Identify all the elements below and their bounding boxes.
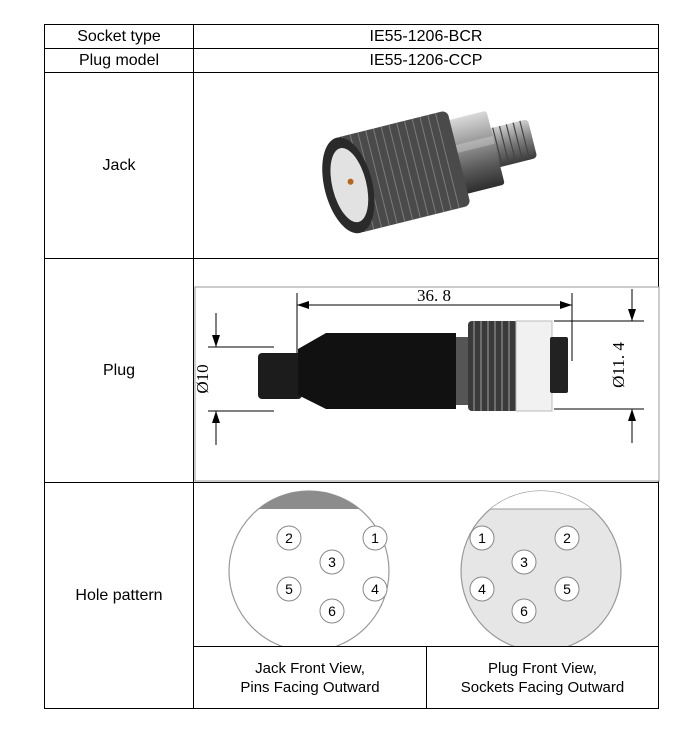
plug-pin-label: 4 xyxy=(478,581,486,597)
jack-pin-label: 3 xyxy=(328,554,336,570)
plug-drawing-cell: 36. 8 Ø10 Ø11. 4 xyxy=(193,258,660,483)
spec-table: Socket type IE55-1206-BCR Plug model IE5… xyxy=(44,24,660,709)
hole-pattern-diagrams: 2 1 3 5 4 6 xyxy=(193,482,659,647)
socket-type-value: IE55-1206-BCR xyxy=(193,24,659,49)
row-jack: Jack xyxy=(44,72,659,259)
jack-front-view-caption: Jack Front View, Pins Facing Outward xyxy=(194,647,427,708)
jack-image-cell xyxy=(193,72,659,259)
jack-pin-label: 2 xyxy=(285,530,293,546)
jack-front-view-diagram: 2 1 3 5 4 6 xyxy=(228,490,390,646)
jack-connector-image xyxy=(322,111,537,234)
jack-caption-line2: Pins Facing Outward xyxy=(240,678,380,696)
left-diameter-dimension: Ø10 xyxy=(194,364,212,393)
length-dimension: 36. 8 xyxy=(417,286,451,305)
row-hole-pattern-captions: Jack Front View, Pins Facing Outward Plu… xyxy=(45,646,659,709)
jack-pin-label: 1 xyxy=(371,530,379,546)
plug-dimension-drawing: 36. 8 Ø10 Ø11. 4 xyxy=(194,286,660,482)
right-diameter-dimension: Ø11. 4 xyxy=(609,342,628,388)
jack-pin-label: 5 xyxy=(285,581,293,597)
plug-pin-label: 1 xyxy=(478,530,486,546)
plug-pin-label: 2 xyxy=(563,530,571,546)
row-plug: Plug 36. 8 Ø10 xyxy=(44,258,660,483)
jack-label: Jack xyxy=(44,72,194,259)
hole-pattern-svg: 2 1 3 5 4 6 xyxy=(228,490,622,646)
captions-table: Jack Front View, Pins Facing Outward Plu… xyxy=(194,647,658,708)
plug-caption-line2: Sockets Facing Outward xyxy=(460,678,625,696)
plug-pin-label: 3 xyxy=(520,554,528,570)
plug-model-value: IE55-1206-CCP xyxy=(193,48,659,73)
row-socket-type: Socket type IE55-1206-BCR xyxy=(44,24,659,49)
plug-model-label: Plug model xyxy=(44,48,194,73)
plug-front-view-diagram: 1 2 3 4 5 6 xyxy=(460,490,622,646)
row-plug-model: Plug model IE55-1206-CCP xyxy=(44,48,659,73)
jack-pin-label: 4 xyxy=(371,581,379,597)
plug-label: Plug xyxy=(44,258,194,483)
jack-pin-label: 6 xyxy=(328,603,336,619)
plug-pin-label: 6 xyxy=(520,603,528,619)
captions-cell: Jack Front View, Pins Facing Outward Plu… xyxy=(193,646,659,709)
plug-caption-line1: Plug Front View, xyxy=(488,659,597,677)
plug-pin-label: 5 xyxy=(563,581,571,597)
row-hole-pattern: Hole pattern 2 xyxy=(44,482,659,709)
socket-type-label: Socket type xyxy=(44,24,194,49)
hole-pattern-label: Hole pattern xyxy=(44,482,194,709)
jack-caption-line1: Jack Front View, xyxy=(255,659,365,677)
plug-front-view-caption: Plug Front View, Sockets Facing Outward xyxy=(427,647,659,708)
